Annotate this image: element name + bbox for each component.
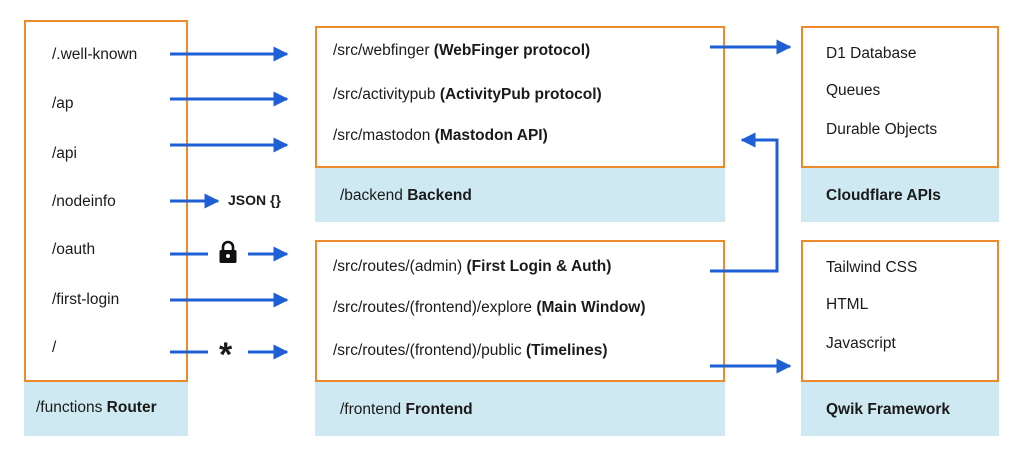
backend-desc: (Mastodon API)	[434, 127, 548, 144]
route-ap: /ap	[52, 95, 74, 112]
frontend-path: /src/routes/(frontend)/public	[333, 342, 522, 359]
backend-caption: /backend Backend	[340, 187, 472, 205]
backend-desc: (WebFinger protocol)	[433, 42, 591, 59]
backend-box	[315, 26, 725, 168]
frontend-caption-name: Frontend	[405, 401, 473, 418]
router-caption-prefix: /functions	[36, 399, 103, 416]
frontend-item-admin: /src/routes/(admin) (First Login & Auth)	[333, 258, 611, 276]
backend-desc: (ActivityPub protocol)	[439, 86, 602, 103]
backend-caption-name: Backend	[407, 187, 472, 204]
backend-caption-prefix: /backend	[340, 187, 403, 204]
frontend-desc: (First Login & Auth)	[466, 258, 612, 275]
frontend-path: /src/routes/(frontend)/explore	[333, 299, 533, 316]
cloudflare-box	[801, 26, 999, 168]
backend-path: /src/mastodon	[333, 127, 431, 144]
frontend-item-public: /src/routes/(frontend)/public (Timelines…	[333, 342, 608, 360]
qwik-item-tailwind: Tailwind CSS	[826, 259, 918, 276]
lock-icon	[218, 240, 238, 264]
route-api: /api	[52, 145, 77, 162]
backend-path: /src/webfinger	[333, 42, 430, 59]
frontend-caption-prefix: /frontend	[340, 401, 402, 418]
cloudflare-caption: Cloudflare APIs	[826, 187, 941, 204]
qwik-box	[801, 240, 999, 382]
backend-path: /src/activitypub	[333, 86, 436, 103]
router-caption-name: Router	[106, 399, 157, 416]
cloudflare-item-d1: D1 Database	[826, 45, 917, 62]
frontend-desc: (Timelines)	[525, 342, 608, 359]
router-box	[24, 20, 188, 382]
router-caption: /functions Router	[36, 399, 157, 417]
cloudflare-item-queues: Queues	[826, 82, 881, 99]
qwik-item-html: HTML	[826, 296, 869, 313]
arrow-frontend-to-backend	[710, 132, 779, 273]
backend-item-activitypub: /src/activitypub (ActivityPub protocol)	[333, 86, 602, 104]
route-well-known: /.well-known	[52, 46, 138, 63]
frontend-path: /src/routes/(admin)	[333, 258, 463, 275]
route-first-login: /first-login	[52, 291, 120, 308]
qwik-item-javascript: Javascript	[826, 335, 896, 352]
frontend-item-explore: /src/routes/(frontend)/explore (Main Win…	[333, 299, 646, 317]
cloudflare-item-durable-objects: Durable Objects	[826, 121, 938, 138]
route-root: /	[52, 339, 57, 356]
json-label: JSON {}	[228, 192, 281, 208]
asterisk-icon: *	[219, 336, 233, 374]
backend-item-mastodon: /src/mastodon (Mastodon API)	[333, 127, 548, 145]
route-nodeinfo: /nodeinfo	[52, 193, 116, 210]
qwik-caption: Qwik Framework	[826, 401, 951, 418]
frontend-desc: (Main Window)	[536, 299, 646, 316]
backend-item-webfinger: /src/webfinger (WebFinger protocol)	[333, 42, 590, 60]
route-oauth: /oauth	[52, 241, 96, 258]
frontend-box	[315, 240, 725, 382]
frontend-caption: /frontend Frontend	[340, 401, 473, 419]
